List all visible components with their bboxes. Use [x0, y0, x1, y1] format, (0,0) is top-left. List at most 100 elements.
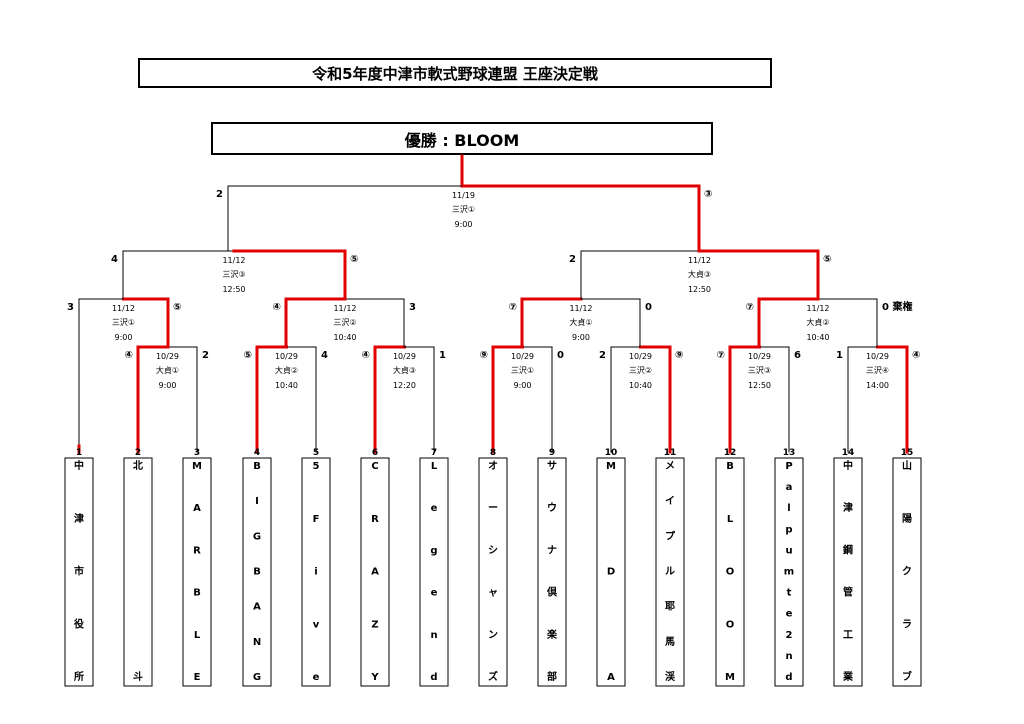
game-date: 11/12	[569, 304, 592, 313]
team-box	[892, 457, 922, 687]
team-name-char: d	[430, 672, 437, 683]
game-date: 11/12	[333, 304, 356, 313]
score-left: ⑦	[509, 302, 517, 313]
game-time: 12:50	[748, 381, 771, 390]
team-name-char: l	[787, 503, 790, 514]
team-number: 10	[605, 448, 618, 458]
score-right: 4	[321, 350, 328, 361]
game-date: 11/19	[452, 191, 475, 200]
team-number: 5	[313, 448, 319, 458]
team-name-char: p	[785, 524, 792, 535]
team-name-char: E	[194, 672, 201, 683]
team-number: 9	[549, 448, 555, 458]
team-name-char: Z	[371, 619, 378, 630]
game-time: 14:00	[866, 381, 889, 390]
game-venue: 三沢②	[333, 318, 356, 327]
team-name-char: e	[313, 672, 320, 683]
team-name-char: D	[607, 567, 615, 578]
team-name-char: ン	[488, 630, 498, 641]
game-time: 12:50	[688, 285, 711, 294]
team-box	[301, 457, 331, 687]
score-left: ⑨	[480, 350, 488, 361]
team-number: 14	[842, 448, 855, 458]
game-venue: 大貞③	[688, 269, 711, 279]
team-name-char: A	[193, 503, 201, 514]
game-date: 10/29	[866, 352, 889, 361]
game-venue: 三沢④	[866, 366, 889, 375]
team-box	[715, 457, 745, 687]
score-left: 2	[216, 189, 223, 200]
team-box	[537, 457, 567, 687]
score-right: 0 棄権	[882, 300, 912, 313]
score-right: ③	[704, 189, 712, 200]
team-name-char: 楽	[546, 628, 558, 641]
score-right: ⑨	[675, 350, 683, 361]
game-date: 11/12	[806, 304, 829, 313]
team-number: 1	[76, 448, 82, 458]
team-name-char: 山	[902, 459, 912, 472]
game-venue: 大貞③	[393, 365, 416, 375]
team-number: 3	[194, 448, 200, 458]
team-name-char: 北	[133, 459, 143, 472]
score-right: 0	[557, 350, 564, 361]
team-name-char: O	[726, 619, 735, 630]
game-time: 9:00	[455, 220, 473, 229]
score-right: 2	[202, 350, 209, 361]
game-date: 10/29	[393, 352, 416, 361]
team-number: 6	[372, 448, 378, 458]
team-name-char: I	[255, 496, 259, 507]
team-box	[123, 457, 153, 687]
team-name-char: R	[371, 514, 379, 525]
team-number: 7	[431, 448, 437, 458]
game-venue: 三沢①	[511, 366, 534, 375]
team-name-char: 耶	[665, 601, 675, 613]
team-name-char: t	[787, 588, 792, 599]
team-name-char: M	[606, 461, 616, 472]
team-number: 4	[254, 448, 260, 458]
team-name-char: 中	[843, 459, 853, 472]
team-name-char: 部	[547, 670, 557, 683]
team-name-char: P	[785, 461, 792, 472]
team-name-char: 渓	[665, 670, 676, 683]
team-name-char: 管	[843, 586, 853, 599]
game-date: 11/12	[688, 256, 711, 265]
team-name-char: a	[786, 482, 793, 493]
team-box	[478, 457, 508, 687]
team-box	[655, 457, 685, 687]
team-name-char: 陽	[902, 513, 912, 525]
team-name-char: L	[431, 461, 438, 472]
score-left: ⑦	[746, 302, 754, 313]
team-name-char: ャ	[488, 588, 498, 599]
team-box	[419, 457, 449, 687]
team-name-char: サ	[547, 460, 557, 472]
team-name-char: Y	[370, 672, 379, 683]
game-time: 10:40	[629, 381, 652, 390]
score-right: 0	[645, 302, 652, 313]
team-name-char: 鋼	[842, 543, 853, 556]
team-name-char: e	[431, 588, 438, 599]
game-venue: 大貞②	[275, 365, 298, 375]
team-name-char: 馬	[665, 636, 675, 648]
team-name-char: 市	[74, 565, 84, 578]
team-name-char: C	[371, 461, 378, 472]
team-name-char: 中	[74, 459, 84, 472]
team-name-char: ブ	[902, 670, 912, 683]
team-name-char: e	[786, 609, 793, 620]
team-name-char: A	[607, 672, 615, 683]
score-right: 6	[794, 350, 801, 361]
team-name-char: メ	[665, 460, 675, 472]
score-left: 1	[836, 350, 843, 361]
game-time: 12:20	[393, 381, 416, 390]
team-name-char: 津	[843, 501, 853, 514]
game-time: 9:00	[159, 381, 177, 390]
score-left: 2	[599, 350, 606, 361]
game-date: 10/29	[156, 352, 179, 361]
team-number: 8	[490, 448, 496, 458]
team-name-char: g	[430, 545, 437, 556]
score-right: ⑤	[823, 254, 831, 265]
game-date: 10/29	[275, 352, 298, 361]
team-name-char: L	[194, 630, 201, 641]
game-date: 11/12	[112, 304, 135, 313]
team-name-char: ウ	[547, 502, 557, 514]
